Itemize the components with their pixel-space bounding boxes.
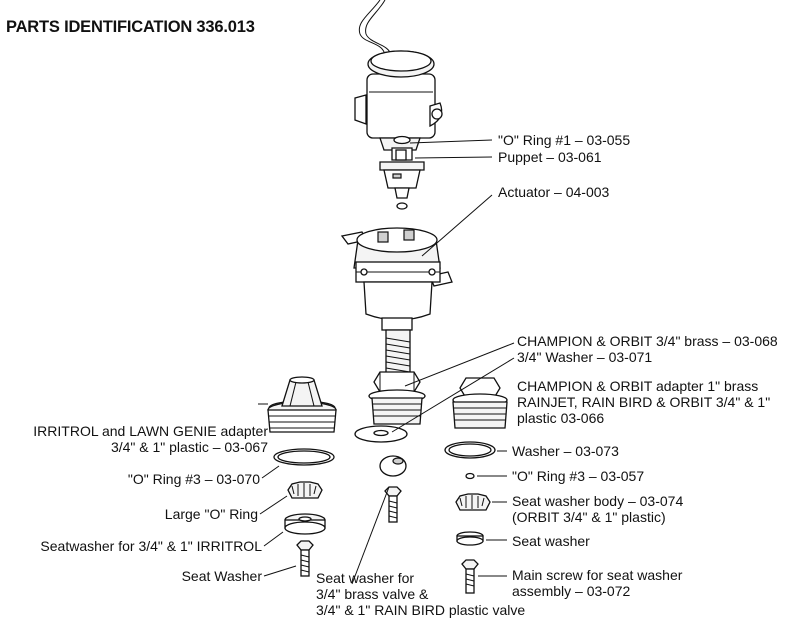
label-washer-073: Washer – 03-073 [512,443,619,459]
seatwasher-left [284,513,326,535]
label-seat-washer-left: Seat Washer [182,568,263,584]
screw-center [384,486,402,523]
label-o-ring-3-070: "O" Ring #3 – 03-070 [128,471,260,487]
seat-washer-center [379,455,407,477]
label-seatwasher-irritrol: Seatwasher for 3/4" & 1" IRRITROL [40,538,262,554]
label-main-screw-2: assembly – 03-072 [512,583,631,599]
washer-right [444,441,496,459]
label-champion-adapter-3: plastic 03-066 [517,410,604,426]
seat-washer-body-right [455,493,491,511]
o-ring-3-right [465,472,475,480]
puppet [379,147,425,210]
brass-adapter-center [368,371,426,425]
label-main-screw-1: Main screw for seat washer [512,567,683,583]
callouts: "O" Ring #1 – 03-055 Puppet – 03-061 Act… [33,132,778,618]
label-irritrol-2: 3/4" & 1" plastic – 03-067 [111,439,268,455]
label-seat-washer-for-3: 3/4" & 1" RAIN BIRD plastic valve [316,602,525,618]
label-seat-washer-for-2: 3/4" brass valve & [316,586,429,602]
screw-left [296,540,314,577]
actuator [340,227,453,381]
label-o-ring-3-057: "O" Ring #3 – 03-057 [512,468,644,484]
leader-lines [259,139,515,585]
o-ring-1 [393,135,411,145]
label-champion-adapter-2: RAINJET, RAIN BIRD & ORBIT 3/4" & 1" [517,394,770,410]
diagram-title: PARTS IDENTIFICATION 336.013 [6,18,255,36]
label-seat-body-1: Seat washer body – 03-074 [512,493,683,509]
label-seat-body-2: (ORBIT 3/4" & 1" plastic) [512,509,666,525]
label-champion-adapter-1: CHAMPION & ORBIT adapter 1" brass [517,378,758,394]
seat-washer-right [456,531,484,546]
label-o-ring-1: "O" Ring #1 – 03-055 [498,132,630,148]
label-large-o-ring: Large "O" Ring [165,506,258,522]
label-actuator: Actuator – 04-003 [498,184,610,200]
screw-right [461,559,479,594]
champion-adapter-right [452,377,508,429]
label-puppet: Puppet – 03-061 [498,149,602,165]
solenoid [354,0,443,151]
label-champion-orbit-brass: CHAMPION & ORBIT 3/4" brass – 03-068 [517,333,778,349]
washer-center [354,425,408,443]
label-seat-washer-right: Seat washer [512,533,590,549]
o-ring-3-left [273,448,335,466]
large-o-ring-body-left [287,481,323,499]
label-irritrol-1: IRRITROL and LAWN GENIE adapter [33,423,268,439]
label-seat-washer-for-1: Seat washer for [316,570,414,586]
irritrol-adapter [258,376,337,433]
label-washer-071: 3/4" Washer – 03-071 [517,349,652,365]
